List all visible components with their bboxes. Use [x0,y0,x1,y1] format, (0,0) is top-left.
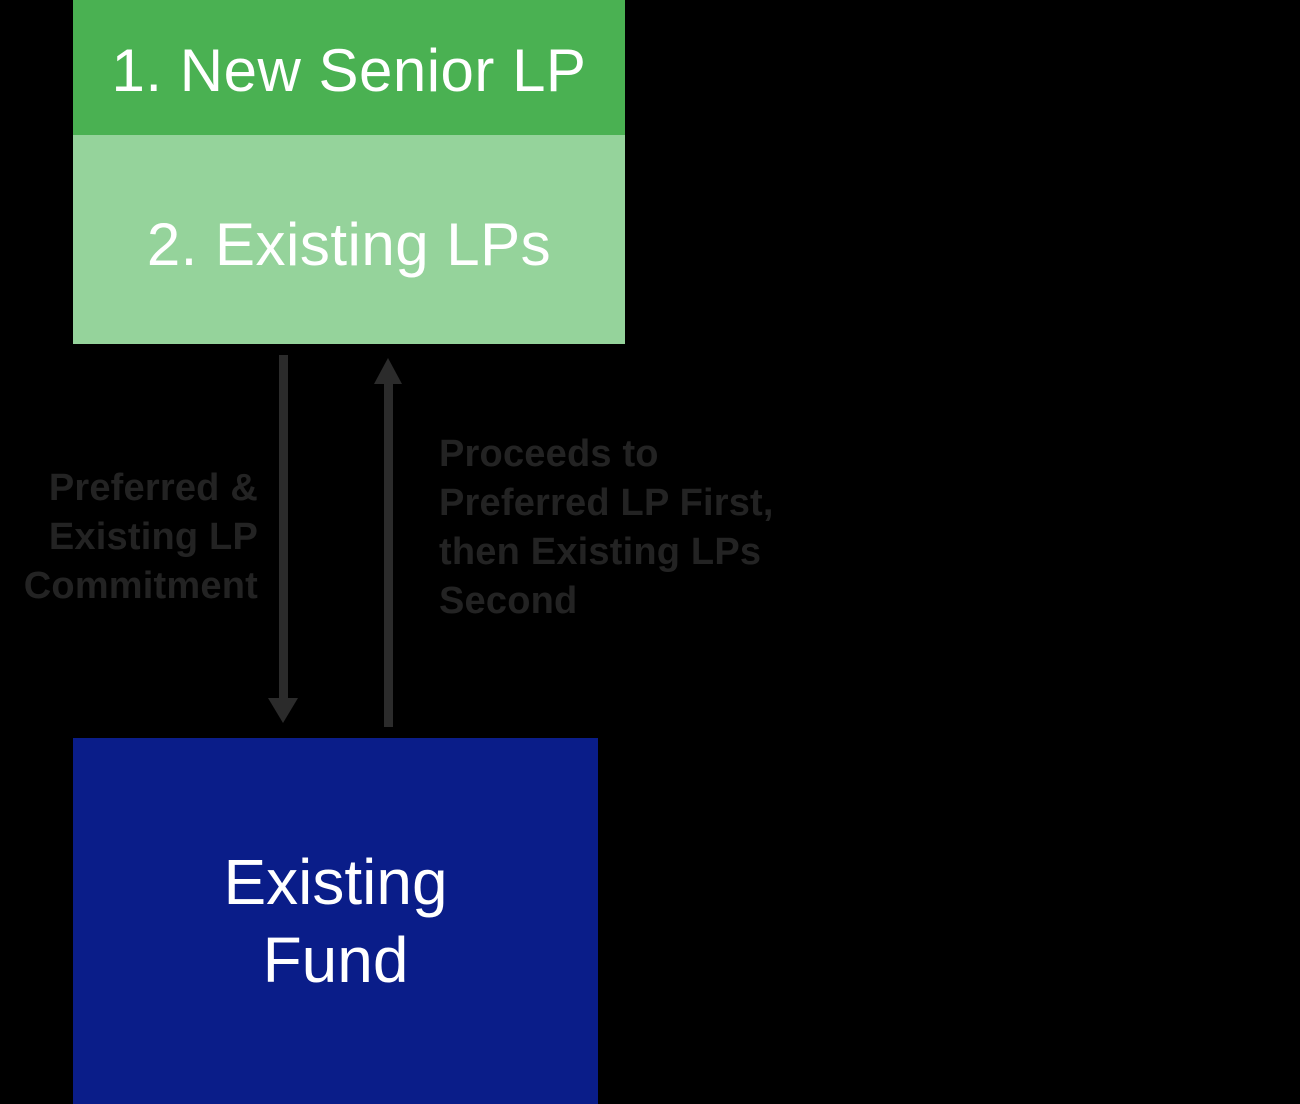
existing-fund-label-line: Existing [223,846,448,918]
proceeds-flow-label-line: Second [439,580,578,622]
down-arrow-head-icon [268,698,298,723]
commitment-flow-label-line: Existing LP [48,516,258,558]
new-senior-lp-box: 1. New Senior LP [73,0,625,135]
up-arrow-shaft [384,382,393,727]
proceeds-flow-label-line: Proceeds to [439,433,659,475]
lp-stack-box: 1. New Senior LP 2. Existing LPs [73,0,625,344]
commitment-flow-label-line: Commitment [23,565,258,607]
commitment-flow-label-line: Preferred & [48,467,258,509]
proceeds-flow-label-line: then Existing LPs [439,531,762,573]
existing-lps-label: 2. Existing LPs [146,211,552,278]
new-senior-lp-label: 1. New Senior LP [111,37,587,104]
down-arrow-shaft [279,355,288,700]
existing-fund-box: Existing Fund [73,738,598,1104]
proceeds-flow-label-line: Preferred LP First, [439,482,774,524]
commitment-flow-label: Preferred & Existing LP Commitment [0,464,258,611]
existing-fund-label-line: Fund [262,924,409,996]
existing-lps-box: 2. Existing LPs [73,135,625,344]
proceeds-flow-label: Proceeds to Preferred LP First, then Exi… [439,430,779,626]
up-arrow-head-icon [374,358,402,384]
